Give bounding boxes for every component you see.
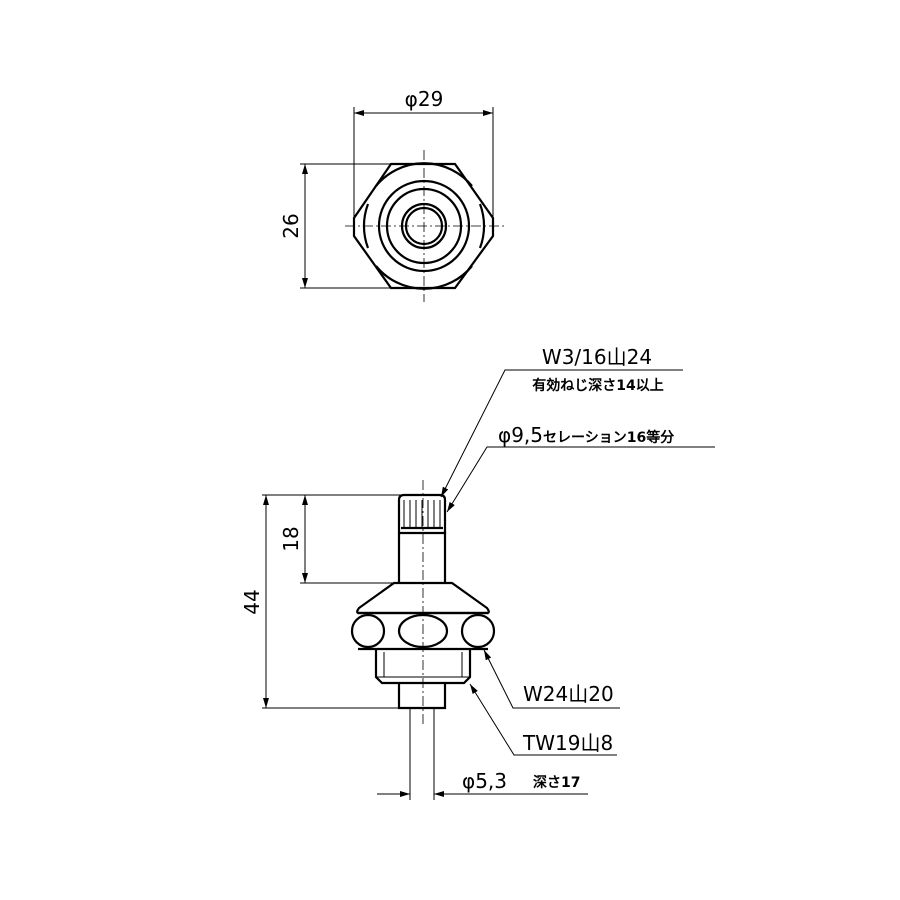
band bbox=[358, 611, 488, 651]
dim-18-label: 18 bbox=[279, 526, 303, 551]
ball-left bbox=[350, 613, 386, 649]
spline-head bbox=[397, 493, 447, 535]
nut-thread-callout: W24山20 bbox=[523, 682, 614, 706]
side-view: 18 44 W3/16山24 有効ねじ深さ14以上 φ9,5セレーション16等分… bbox=[240, 345, 715, 800]
bore-dim-label: φ5,3 bbox=[462, 769, 507, 793]
outer-ring bbox=[377, 179, 471, 273]
ball-center bbox=[397, 613, 449, 649]
middle-ring bbox=[385, 187, 463, 265]
serration-callout: φ9,5セレーション16等分 bbox=[498, 423, 674, 447]
inner-ring bbox=[400, 202, 448, 250]
bottom-stub bbox=[397, 683, 447, 710]
bore-lines bbox=[409, 708, 435, 800]
nut-thread bbox=[374, 649, 472, 685]
serration-leader bbox=[446, 446, 715, 513]
width-dim-label: φ29 bbox=[405, 87, 444, 111]
thread-lines bbox=[376, 652, 470, 678]
nut-thread-leader bbox=[483, 649, 620, 709]
ball-right bbox=[460, 613, 496, 649]
lower-thread-leader bbox=[469, 683, 617, 756]
bore-depth-label: 深さ17 bbox=[533, 774, 580, 791]
thread-note: 有効ねじ深さ14以上 bbox=[532, 377, 663, 394]
chamfer-circle bbox=[362, 162, 486, 290]
dim-44-label: 44 bbox=[240, 589, 264, 614]
height-dim-label: 26 bbox=[279, 213, 303, 238]
serration-lines bbox=[403, 500, 441, 528]
lower-thread-callout: TW19山8 bbox=[522, 731, 613, 755]
top-view: φ29 26 bbox=[279, 87, 505, 302]
bore-circle bbox=[404, 206, 444, 246]
stem bbox=[397, 533, 447, 583]
thread-leader bbox=[440, 369, 683, 498]
thread-callout: W3/16山24 bbox=[542, 345, 652, 369]
